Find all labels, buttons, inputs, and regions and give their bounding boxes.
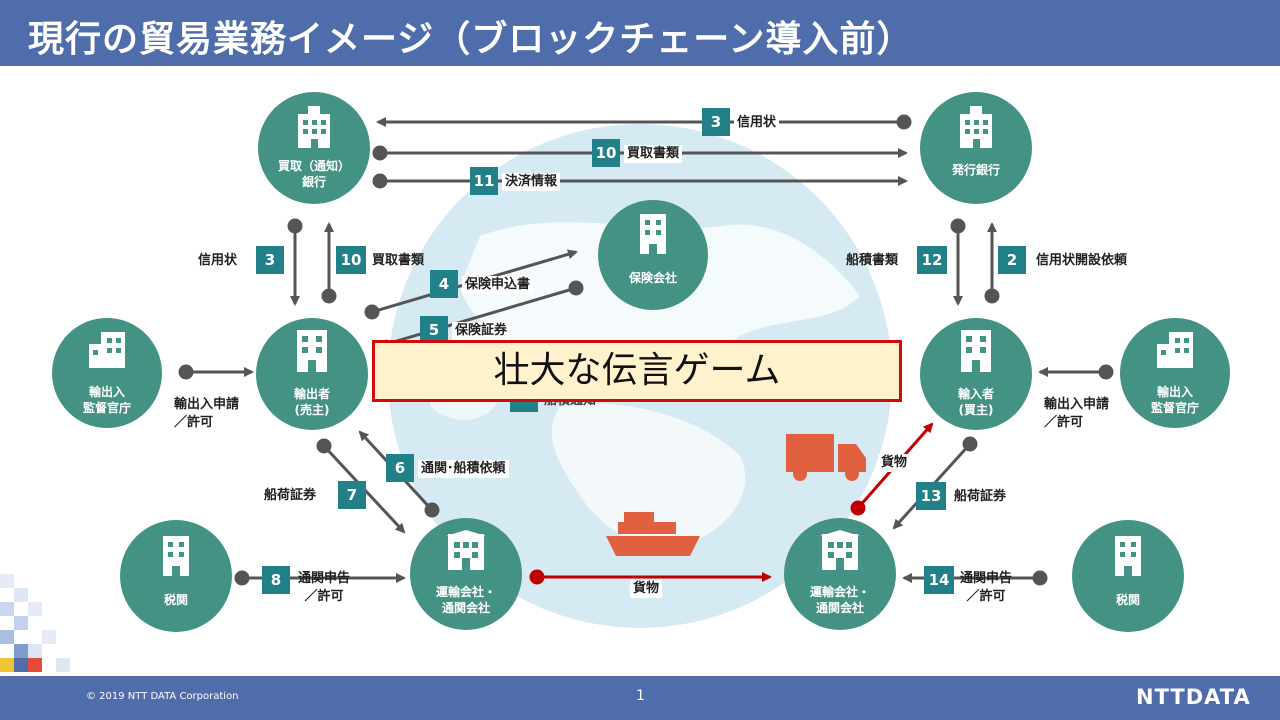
node-label: 輸入者 (買主): [957, 387, 994, 417]
step-badge: 11: [470, 167, 498, 195]
step-label: 信用状: [734, 114, 780, 132]
node-export-authority: 輸出入 監督官庁: [52, 318, 162, 428]
truck-icon: [786, 434, 866, 481]
step-badge: 6: [386, 454, 414, 482]
node-carrier-left: 運輸会社・ 通関会社: [410, 518, 522, 630]
callout-box: 壮大な伝言ゲーム: [372, 340, 902, 402]
node-importer: 輸入者 (買主): [920, 318, 1032, 430]
node-carrier-right: 運輸会社・ 通関会社: [784, 518, 896, 630]
step-label: 買取書類: [372, 253, 425, 268]
step-badge: 14: [924, 566, 954, 594]
node-buying-bank: 買取（通知） 銀行: [258, 92, 370, 204]
step-badge: 2: [998, 246, 1026, 274]
node-label: 税関: [1115, 593, 1140, 607]
step-badge: 10: [592, 139, 620, 167]
page-title: 現行の貿易業務イメージ（ブロックチェーン導入前）: [28, 19, 914, 60]
node-issuing-bank: 発行銀行: [920, 92, 1032, 204]
step-badge: 4: [430, 270, 458, 298]
node-label: 税関: [163, 593, 188, 607]
building-icon: [1157, 332, 1193, 368]
building-icon: [163, 536, 189, 576]
node-label: 発行銀行: [951, 163, 1000, 177]
node-label: 輸出入 監督官庁: [1150, 385, 1199, 415]
edge-label-export-permit: 輸出入申請 ／許可: [174, 397, 240, 430]
node-label: 輸出入 監督官庁: [82, 385, 131, 415]
node-customs-right: 税関: [1072, 520, 1184, 632]
step-badge: 7: [338, 481, 366, 509]
company-logo: NTTDATA: [1136, 685, 1251, 709]
callout-text: 壮大な伝言ゲーム: [493, 350, 781, 391]
building-icon: [446, 530, 486, 570]
node-import-authority: 輸出入 監督官庁: [1120, 318, 1230, 428]
node-customs-left: 税関: [120, 520, 232, 632]
step-label: 決済情報: [502, 173, 561, 191]
building-icon: [297, 330, 327, 372]
node-label: 買取（通知） 銀行: [277, 159, 350, 189]
step-label: 信用状開設依頼: [1036, 253, 1128, 268]
node-label: 輸出者 (売主): [293, 387, 330, 417]
step-label: 船荷証券: [954, 489, 1007, 504]
building-icon: [89, 332, 125, 368]
building-icon: [640, 214, 666, 254]
step-badge: 3: [256, 246, 284, 274]
building-icon: [960, 106, 992, 148]
step-label: 通関･船積依頼: [418, 460, 509, 478]
node-label: 保険会社: [628, 271, 677, 285]
building-icon: [820, 530, 860, 570]
building-icon: [1115, 536, 1141, 576]
title-bar: 現行の貿易業務イメージ（ブロックチェーン導入前）: [0, 0, 1280, 66]
building-icon: [298, 106, 330, 148]
step-label: 船荷証券: [264, 488, 317, 503]
step-badge: 13: [916, 482, 946, 510]
node-label: 運輸会社・ 通関会社: [809, 585, 870, 615]
footer: © 2019 NTT DATA Corporation 1 NTTDATA: [0, 676, 1280, 720]
step-badge: 8: [262, 566, 290, 594]
step-label: 保険証券: [452, 322, 511, 340]
step-badge: 10: [336, 246, 366, 274]
node-exporter: 輸出者 (売主): [256, 318, 368, 430]
edge-label-cargo-truck: 貨物: [878, 454, 911, 472]
edge-label-import-permit: 輸出入申請 ／許可: [1044, 397, 1110, 430]
step-badge: 5: [420, 316, 448, 344]
node-insurance: 保険会社: [598, 200, 708, 310]
step-badge: 12: [917, 246, 947, 274]
step-label: 保険申込書: [462, 276, 534, 294]
building-icon: [961, 330, 991, 372]
copyright: © 2019 NTT DATA Corporation: [86, 691, 239, 702]
step-label: 買取書類: [624, 145, 683, 163]
step-label: 信用状: [198, 253, 238, 268]
decorative-squares-icon: [0, 574, 70, 672]
step-label: 通関申告 ／許可: [960, 571, 1013, 604]
step-label: 通関申告 ／許可: [298, 571, 351, 604]
node-label: 運輸会社・ 通関会社: [435, 585, 496, 615]
ship-icon: [606, 512, 700, 556]
edge-5: [378, 286, 577, 349]
decorative-squares: [0, 560, 80, 676]
page-number: 1: [636, 688, 645, 704]
step-label: 船積書類: [846, 253, 899, 268]
step-badge: 3: [702, 108, 730, 136]
edge-label-cargo-ship: 貨物: [630, 580, 663, 598]
